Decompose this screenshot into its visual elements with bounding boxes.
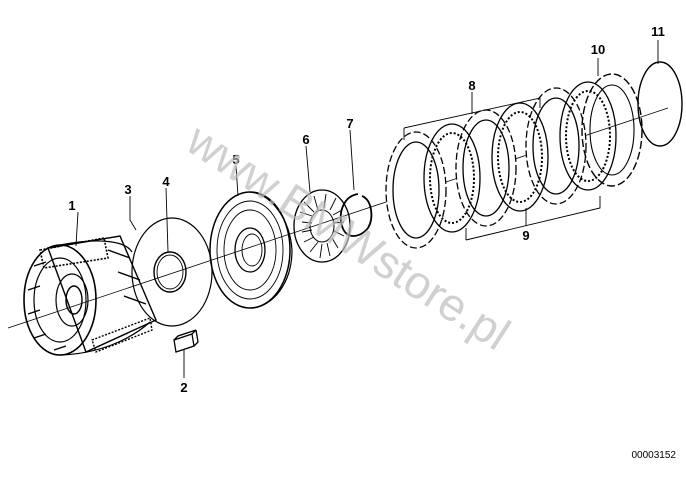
callout-3: 3 [124,182,131,197]
seal-ring-icon [131,217,213,327]
callout-8: 8 [468,78,475,93]
clutch-drum-icon [23,235,157,356]
callout-10: 10 [591,42,605,57]
callout-2: 2 [180,380,187,395]
callout-9: 9 [522,228,529,243]
callout-4: 4 [162,174,170,189]
inner-clutch-disc-icon [423,81,617,233]
o-ring-icon [153,251,187,293]
callout-labels: 1 2 3 4 5 6 7 8 9 10 11 [68,24,664,395]
retaining-ring-icon [637,61,683,147]
outer-clutch-plate-icon [385,87,587,249]
piston-icon [209,191,293,309]
drawing-code: 00003152 [632,450,677,461]
callout-6: 6 [302,132,309,147]
callout-7: 7 [346,116,353,131]
snap-ring-icon [339,193,373,237]
callout-11: 11 [651,24,665,39]
leader-lines [75,40,659,378]
key-block-icon [173,329,199,353]
callout-5: 5 [232,152,239,167]
callout-1: 1 [68,198,75,213]
pressure-plate-icon [581,73,643,187]
